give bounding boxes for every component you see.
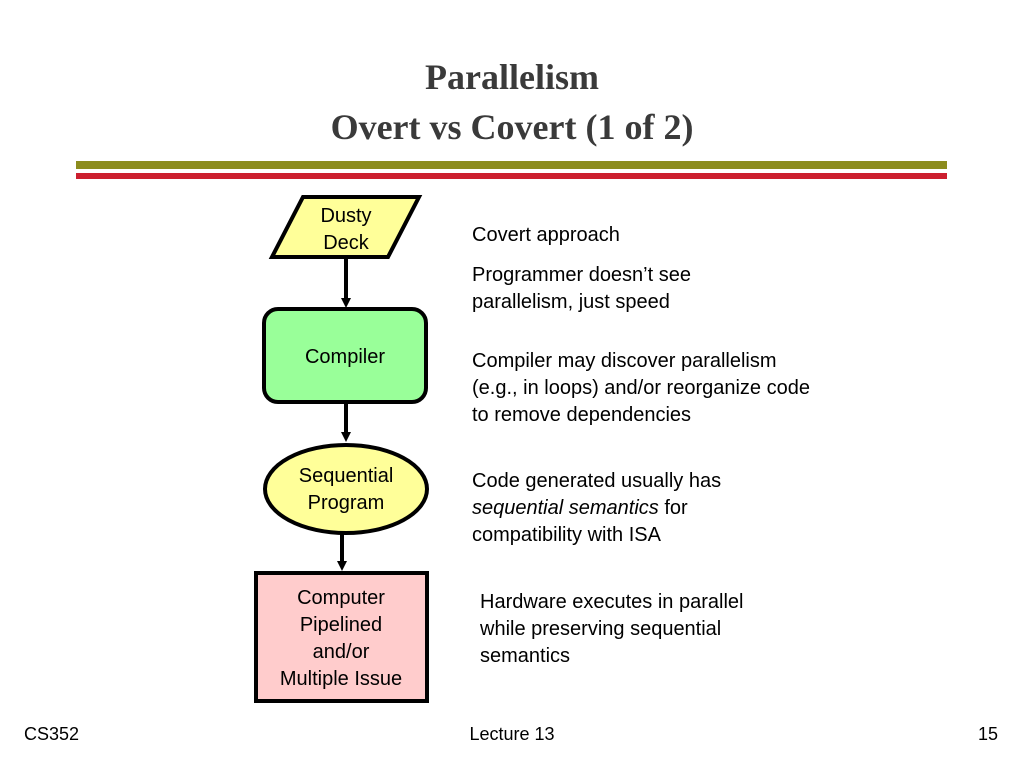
slide-subtitle: Overt vs Covert (1 of 2)	[330, 107, 694, 147]
bullet-hardware-line1: Hardware executes in parallel	[480, 591, 744, 613]
sequential-program-shape	[263, 443, 429, 535]
bullet-compiler: Compiler may discover parallelism (e.g.,…	[472, 348, 872, 429]
bullet-code-line3: compatibility with ISA	[472, 524, 661, 546]
computer-shape	[254, 571, 429, 703]
compiler-shape	[262, 307, 428, 404]
title-rule-olive	[76, 161, 947, 169]
sequential-program-label-line1: Sequential	[299, 465, 394, 487]
computer-label-line4: Multiple Issue	[280, 668, 402, 690]
computer-label-line1: Computer	[297, 587, 385, 609]
bullet-covert-approach-text: Covert approach	[472, 224, 620, 246]
compiler-node: Compiler	[262, 307, 428, 404]
slide-title: Parallelism	[425, 57, 599, 97]
sequential-program-node: Sequential Program	[263, 443, 429, 535]
bullet-code-after-italic: for	[658, 497, 688, 519]
title-rule-red	[76, 173, 947, 179]
bullet-programmer-line1: Programmer doesn’t see	[472, 264, 691, 286]
bullet-hardware-line2: while preserving sequential	[480, 618, 722, 640]
computer-label-line3: and/or	[313, 641, 370, 663]
dusty-deck-label-line1: Dusty	[320, 205, 371, 227]
footer-course: CS352	[24, 724, 80, 744]
compiler-label: Compiler	[305, 346, 385, 368]
bullet-compiler-line3: to remove dependencies	[472, 404, 692, 426]
computer-node: Computer Pipelined and/or Multiple Issue	[254, 571, 429, 703]
bullet-code-italic: sequential semantics	[472, 497, 659, 519]
bullet-programmer: Programmer doesn’t see parallelism, just…	[472, 262, 802, 316]
bullet-code-line1: Code generated usually has	[472, 470, 722, 492]
bullet-hardware: Hardware executes in parallel while pres…	[480, 589, 810, 670]
bullet-programmer-line2: parallelism, just speed	[472, 291, 670, 313]
sequential-program-label-line2: Program	[308, 492, 385, 514]
computer-label-line2: Pipelined	[300, 614, 382, 636]
bullet-compiler-line2: (e.g., in loops) and/or reorganize code	[472, 377, 810, 399]
bullet-hardware-line3: semantics	[480, 645, 571, 667]
footer-lecture: Lecture 13	[469, 724, 555, 744]
bullet-compiler-line1: Compiler may discover parallelism	[472, 350, 777, 372]
dusty-deck-shape	[268, 195, 423, 259]
footer-page-number: 15	[977, 724, 998, 744]
dusty-deck-node: Dusty Deck	[268, 195, 423, 259]
dusty-deck-label-line2: Deck	[323, 232, 370, 254]
bullet-covert-approach: Covert approach	[472, 222, 852, 249]
bullet-code-generated: Code generated usually has sequential se…	[472, 468, 802, 549]
